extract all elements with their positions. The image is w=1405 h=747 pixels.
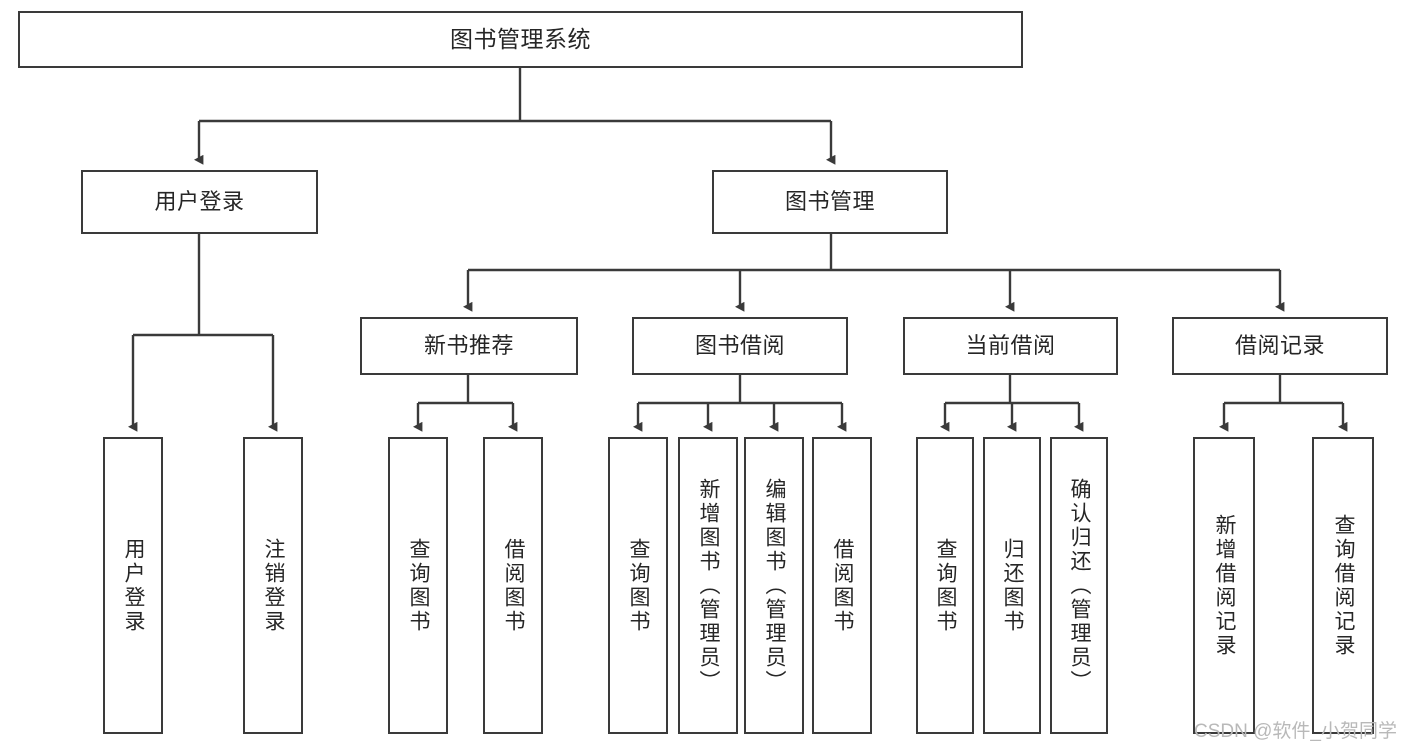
node-leaf-cur-confirm[interactable]: 确认归还（管理员） bbox=[1050, 437, 1108, 734]
node-root[interactable]: 图书管理系统 bbox=[18, 11, 1023, 68]
node-leaf-borrow-edit[interactable]: 编辑图书（管理员） bbox=[744, 437, 804, 734]
node-leaf-borrow-add[interactable]: 新增图书（管理员） bbox=[678, 437, 738, 734]
node-leaf-cur-query[interactable]: 查询图书 bbox=[916, 437, 974, 734]
node-leaf-rec-add-label: 新增借阅记录 bbox=[1213, 513, 1237, 658]
node-current-borrow[interactable]: 当前借阅 bbox=[903, 317, 1118, 375]
node-leaf-borrow-query[interactable]: 查询图书 bbox=[608, 437, 668, 734]
node-leaf-cur-return-label: 归还图书 bbox=[1001, 537, 1025, 634]
node-leaf-cur-confirm-label: 确认归还（管理员） bbox=[1068, 477, 1092, 694]
node-leaf-user-login-label: 用户登录 bbox=[122, 537, 146, 634]
node-leaf-rec-query2-label: 查询借阅记录 bbox=[1332, 513, 1356, 658]
node-book-manage-label: 图书管理 bbox=[784, 189, 875, 215]
node-leaf-user-logout[interactable]: 注销登录 bbox=[243, 437, 303, 734]
node-user-login-label: 用户登录 bbox=[154, 189, 245, 215]
watermark: CSDN @软件_小贺同学 bbox=[1194, 721, 1397, 742]
node-leaf-rec-add[interactable]: 新增借阅记录 bbox=[1193, 437, 1255, 734]
node-current-borrow-label: 当前借阅 bbox=[965, 333, 1056, 359]
node-leaf-borrow-query-label: 查询图书 bbox=[627, 537, 651, 634]
node-leaf-rec-query2[interactable]: 查询借阅记录 bbox=[1312, 437, 1374, 734]
node-leaf-borrow-do[interactable]: 借阅图书 bbox=[812, 437, 872, 734]
node-new-book-rec-label: 新书推荐 bbox=[423, 333, 514, 359]
node-root-label: 图书管理系统 bbox=[450, 25, 591, 52]
node-leaf-borrow-do-label: 借阅图书 bbox=[831, 537, 855, 634]
node-user-login[interactable]: 用户登录 bbox=[81, 170, 318, 234]
node-leaf-user-login[interactable]: 用户登录 bbox=[103, 437, 163, 734]
node-leaf-borrow-add-label: 新增图书（管理员） bbox=[697, 477, 721, 694]
node-borrow-record-label: 借阅记录 bbox=[1234, 333, 1325, 359]
node-book-borrow[interactable]: 图书借阅 bbox=[632, 317, 848, 375]
node-book-borrow-label: 图书借阅 bbox=[694, 333, 785, 359]
node-book-manage[interactable]: 图书管理 bbox=[712, 170, 948, 234]
node-borrow-record[interactable]: 借阅记录 bbox=[1172, 317, 1388, 375]
node-leaf-rec-borrow[interactable]: 借阅图书 bbox=[483, 437, 543, 734]
node-leaf-user-logout-label: 注销登录 bbox=[262, 537, 286, 634]
node-leaf-borrow-edit-label: 编辑图书（管理员） bbox=[763, 477, 787, 694]
node-leaf-rec-borrow-label: 借阅图书 bbox=[502, 537, 526, 634]
node-leaf-cur-return[interactable]: 归还图书 bbox=[983, 437, 1041, 734]
node-leaf-rec-query[interactable]: 查询图书 bbox=[388, 437, 448, 734]
node-leaf-rec-query-label: 查询图书 bbox=[407, 537, 431, 634]
node-new-book-rec[interactable]: 新书推荐 bbox=[360, 317, 578, 375]
node-leaf-cur-query-label: 查询图书 bbox=[934, 537, 958, 634]
